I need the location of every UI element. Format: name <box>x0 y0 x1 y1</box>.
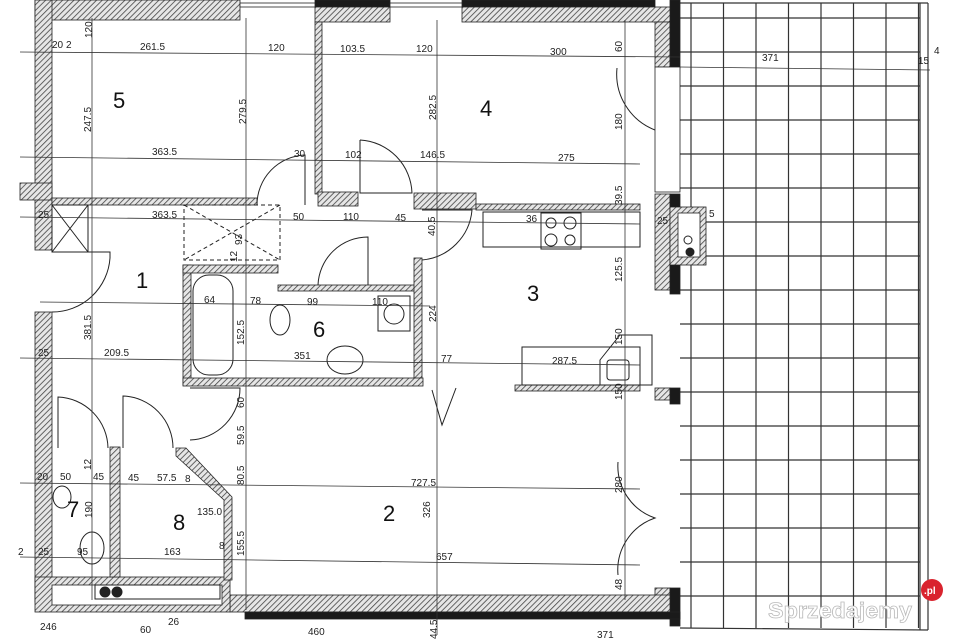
dim-label: 224 <box>428 305 439 322</box>
dim-label: 657 <box>436 552 453 563</box>
room-6-label: 6 <box>313 317 325 342</box>
dim-label: 12 <box>83 458 94 470</box>
dim-label: 45 <box>128 473 140 484</box>
dim-label: 25 <box>38 210 50 221</box>
terrace-edge <box>679 627 929 631</box>
watermark-tld: .pl <box>924 586 936 597</box>
dim-label: 120 <box>268 43 285 54</box>
room-7-label: 7 <box>67 497 79 522</box>
dim-label: 95 <box>77 547 89 558</box>
dim-label: 247.5 <box>83 107 94 132</box>
dim-label: 8 <box>219 541 225 552</box>
terrace <box>679 2 929 631</box>
dim-label: 371 <box>597 630 614 639</box>
fixtures <box>51 204 695 600</box>
dim-label: 44.5 <box>429 619 440 639</box>
dim-label: 4 <box>934 46 940 57</box>
dim-label: 93 <box>234 233 245 245</box>
dim-label: 152.5 <box>236 320 247 345</box>
dim-label: 371 <box>762 53 779 64</box>
dim-label: 150 <box>614 383 625 400</box>
dim-label: 326 <box>422 501 433 518</box>
dim-label: 279.5 <box>238 99 249 124</box>
dim-label: 146.5 <box>420 150 445 161</box>
dim-label: 45 <box>395 213 407 224</box>
dim-label: 50 <box>60 472 72 483</box>
dim-label: 40.5 <box>427 216 438 236</box>
dim-label: 59.5 <box>236 425 247 445</box>
dim-label: 20 <box>37 472 49 483</box>
dim-label: 103.5 <box>340 44 365 55</box>
dim-label: 45 <box>93 472 105 483</box>
dim-label: 351 <box>294 351 311 362</box>
dim-label: 300 <box>550 47 567 58</box>
dim-label: 2 <box>66 40 72 51</box>
dim-label: 39.5 <box>614 185 625 205</box>
dim-label: 20 <box>52 40 64 51</box>
dim-label: 381.5 <box>83 315 94 340</box>
dim-label: 110 <box>343 212 359 223</box>
dim-label: 60 <box>236 396 247 408</box>
room-8-label: 8 <box>173 510 185 535</box>
dim-label: 275 <box>558 153 575 164</box>
dim-label: 363.5 <box>152 147 177 158</box>
dim-label: 110 <box>372 297 388 308</box>
dimension-lines <box>19 18 931 635</box>
dim-label: 280 <box>614 476 625 493</box>
dim-label: 120 <box>84 21 95 38</box>
room-5-label: 5 <box>113 88 125 113</box>
dim-label: 12 <box>229 250 240 262</box>
dim-label: 246 <box>40 622 57 633</box>
dim-label: 50 <box>293 212 305 223</box>
room-3-label: 3 <box>527 281 539 306</box>
doors <box>51 67 657 576</box>
dim-label: 120 <box>416 44 433 55</box>
room-2-label: 2 <box>383 501 395 526</box>
dim-label: 163 <box>164 547 181 558</box>
dim-label: 30 <box>294 149 306 160</box>
dim-label: 102 <box>345 150 362 161</box>
dim-label: 64 <box>204 295 216 306</box>
dim-label: 460 <box>308 627 325 638</box>
dim-label: 15 <box>918 56 930 67</box>
dim-label: 25 <box>38 348 50 359</box>
dim-label: 150 <box>614 328 625 345</box>
dim-label: 727.5 <box>411 478 436 489</box>
room-1-label: 1 <box>136 268 148 293</box>
dim-label: 282.5 <box>428 95 439 120</box>
dim-label: 77 <box>441 354 453 365</box>
room-labels: 5 4 1 3 6 2 7 8 <box>67 88 539 535</box>
dim-label: 287.5 <box>552 356 577 367</box>
dim-label: 363.5 <box>152 210 177 221</box>
walls <box>19 0 707 627</box>
dim-label: 135.0 <box>197 507 222 518</box>
dim-label: 2 <box>18 547 24 558</box>
dim-label: 80.5 <box>236 465 247 485</box>
room-4-label: 4 <box>480 96 492 121</box>
dim-label: 60 <box>614 40 625 52</box>
dim-label: 60 <box>140 625 152 636</box>
dim-label: 180 <box>614 113 625 130</box>
dim-label: 190 <box>84 501 95 518</box>
dim-label: 57.5 <box>157 473 177 484</box>
watermark-badge-icon <box>921 579 943 601</box>
dim-label: 25 <box>657 216 669 227</box>
dim-label: 261.5 <box>140 42 165 53</box>
dim-label: 26 <box>168 617 180 628</box>
dim-label: 25 <box>38 547 50 558</box>
dim-label: 209.5 <box>104 348 129 359</box>
dim-label: 8 <box>185 474 191 485</box>
watermark: Sprzedajemy .pl <box>768 579 943 623</box>
dim-label: 48 <box>614 578 625 590</box>
dim-label: 125.5 <box>614 257 625 282</box>
dim-label: 99 <box>307 297 319 308</box>
dim-label: 155.5 <box>236 531 247 556</box>
dimension-labels: 261.5 120 103.5 120 300 60 371 15 4 20 2… <box>18 21 940 639</box>
watermark-brand: Sprzedajemy <box>768 598 913 623</box>
dim-label: 78 <box>250 296 262 307</box>
dim-label: 36 <box>526 214 538 225</box>
dim-label: 5 <box>709 209 715 220</box>
